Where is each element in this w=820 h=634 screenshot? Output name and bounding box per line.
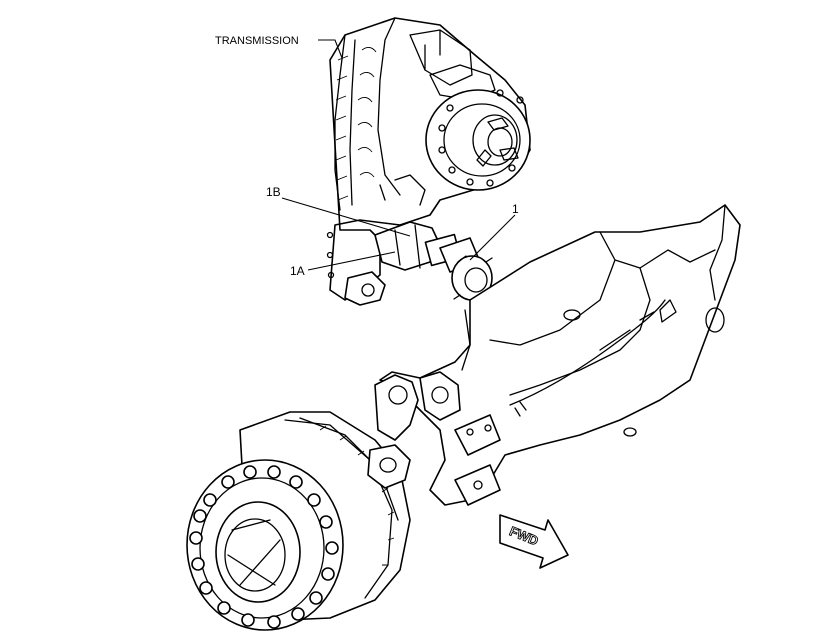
hub-bolts <box>189 465 339 629</box>
forward-arrow: FWD <box>499 514 569 569</box>
leader-1b <box>281 197 411 237</box>
leader-1 <box>469 214 516 261</box>
callout-1b: 1B <box>266 185 281 199</box>
transmission-label: TRANSMISSION <box>215 35 299 47</box>
axle-housing <box>374 204 741 506</box>
leader-lines <box>281 39 516 271</box>
transmission-leader <box>318 39 343 59</box>
callout-1: 1 <box>512 202 519 216</box>
final-drive-hub <box>186 411 411 631</box>
leader-1a <box>307 251 396 271</box>
drive-shaft <box>374 221 497 301</box>
callout-1a: 1A <box>290 264 305 278</box>
transmission-housing <box>326 17 531 306</box>
